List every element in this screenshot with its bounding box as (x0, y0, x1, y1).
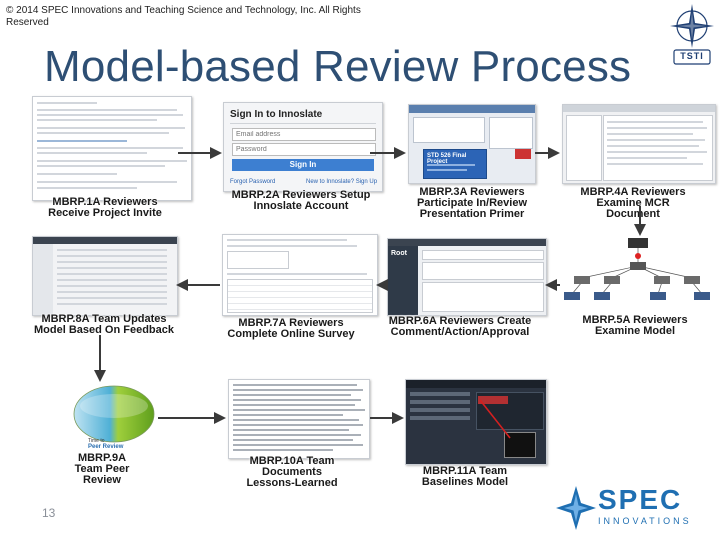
spec-innovations-logo: SPEC INNOVATIONS (556, 484, 716, 532)
presentation-primer-screenshot: STD 526 Final Project (408, 104, 536, 184)
root-sidebar: Root (388, 246, 418, 315)
step-9a-caption: MBRP.9A Team Peer Review (72, 453, 132, 486)
signin-heading: Sign In to Innoslate (230, 109, 322, 120)
step-6a-caption: MBRP.6A Reviewers Create Comment/Action/… (388, 316, 532, 338)
copyright-notice: © 2014 SPEC Innovations and Teaching Sci… (6, 5, 386, 29)
model-graph-screenshot (562, 236, 714, 314)
tsti-logo: TSTI (668, 2, 716, 68)
baseline-model-screenshot (405, 379, 547, 465)
model-update-screenshot (32, 236, 178, 316)
slide-title: Model-based Review Process (44, 42, 631, 92)
innoslate-signin-screenshot: Sign In to Innoslate Sign In Forgot Pass… (223, 102, 383, 192)
signup-link[interactable]: New to Innoslate? Sign Up (306, 179, 377, 185)
tsti-label: TSTI (674, 51, 710, 61)
step-4a-caption: MBRP.4A Reviewers Examine MCR Document (568, 187, 698, 220)
forgot-password-link[interactable]: Forgot Password (230, 179, 275, 185)
password-field[interactable] (232, 143, 376, 156)
mcr-document-screenshot (562, 104, 716, 184)
step-10a-caption: MBRP.10A Team Documents Lessons-Learned (240, 456, 344, 489)
peer-review-badge-icon (72, 384, 156, 444)
step-5a-caption: MBRP.5A Reviewers Examine Model (580, 315, 690, 337)
model-hierarchy-icon (562, 236, 714, 314)
spec-compass-icon (556, 486, 596, 530)
online-survey-screenshot (222, 234, 378, 316)
email-field[interactable] (232, 128, 376, 141)
step-8a-caption: MBRP.8A Team Updates Model Based On Feed… (34, 314, 174, 336)
comment-action-screenshot: Root (387, 238, 547, 316)
step-7a-caption: MBRP.7A Reviewers Complete Online Survey (224, 318, 358, 340)
peer-review-logo (72, 384, 156, 444)
signin-divider (230, 123, 376, 124)
spec-logo-name: SPEC (598, 486, 682, 514)
peer-review-logo-text: Peer Review (88, 444, 123, 450)
step-11a-caption: MBRP.11A Team Baselines Model (398, 466, 532, 488)
project-popup: STD 526 Final Project (423, 149, 487, 179)
step-3a-caption: MBRP.3A Reviewers Participate In/Review … (408, 187, 536, 220)
lessons-learned-screenshot (228, 379, 370, 459)
spec-logo-sub: INNOVATIONS (598, 516, 692, 526)
step-1a-caption: MBRP.1A Reviewers Receive Project Invite (40, 197, 170, 219)
root-label: Root (388, 246, 418, 261)
signin-button[interactable]: Sign In (232, 159, 374, 171)
red-pointer-arrow-icon (406, 380, 546, 464)
step-2a-caption: MBRP.2A Reviewers Setup Innoslate Accoun… (226, 190, 376, 212)
page-number: 13 (42, 506, 55, 520)
invite-email-screenshot (32, 96, 192, 201)
